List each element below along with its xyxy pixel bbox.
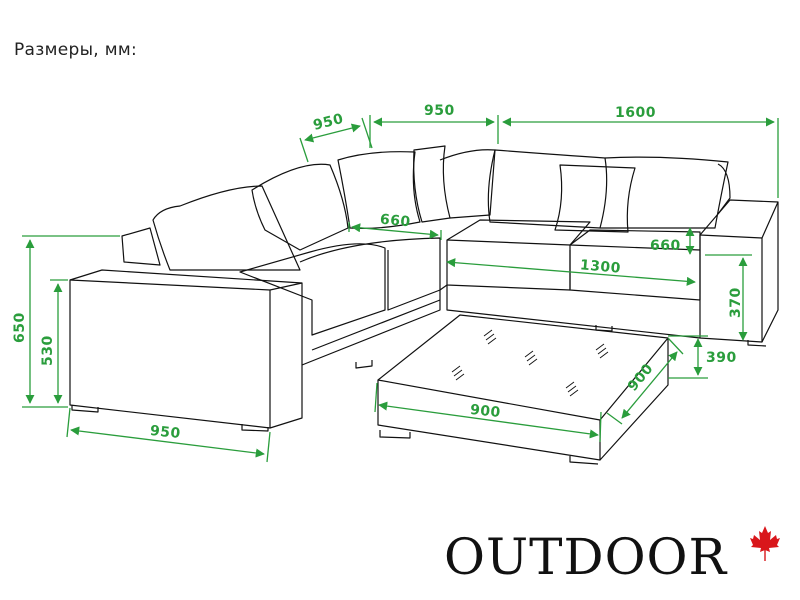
maple-leaf-icon [750,526,780,566]
brand-logo-text: OUTDOOR [444,528,728,586]
dim-total-height: 650 [12,312,28,343]
dim-arm-front-height: 530 [40,335,56,366]
dim-right-section-length: 1600 [615,105,656,121]
dim-right-seat-length: 1300 [579,257,621,277]
dim-corner-width: 950 [424,103,455,119]
dim-table-height: 390 [706,350,737,366]
dim-left-arm-length: 950 [149,423,181,442]
dim-right-seat-depth: 660 [650,238,681,254]
dim-left-section-depth: 950 [312,111,346,134]
dimension-labels: 950 950 1600 660 660 1300 370 390 900 90… [12,103,744,442]
dim-table-depth: 900 [625,361,657,395]
dimension-lines [22,115,779,463]
dim-table-width: 900 [469,402,501,421]
sofa-drawing [69,145,779,465]
dim-arm-height: 370 [728,287,744,318]
page-title: Размеры, мм: [14,40,137,60]
dim-left-seat-depth: 660 [379,212,411,231]
